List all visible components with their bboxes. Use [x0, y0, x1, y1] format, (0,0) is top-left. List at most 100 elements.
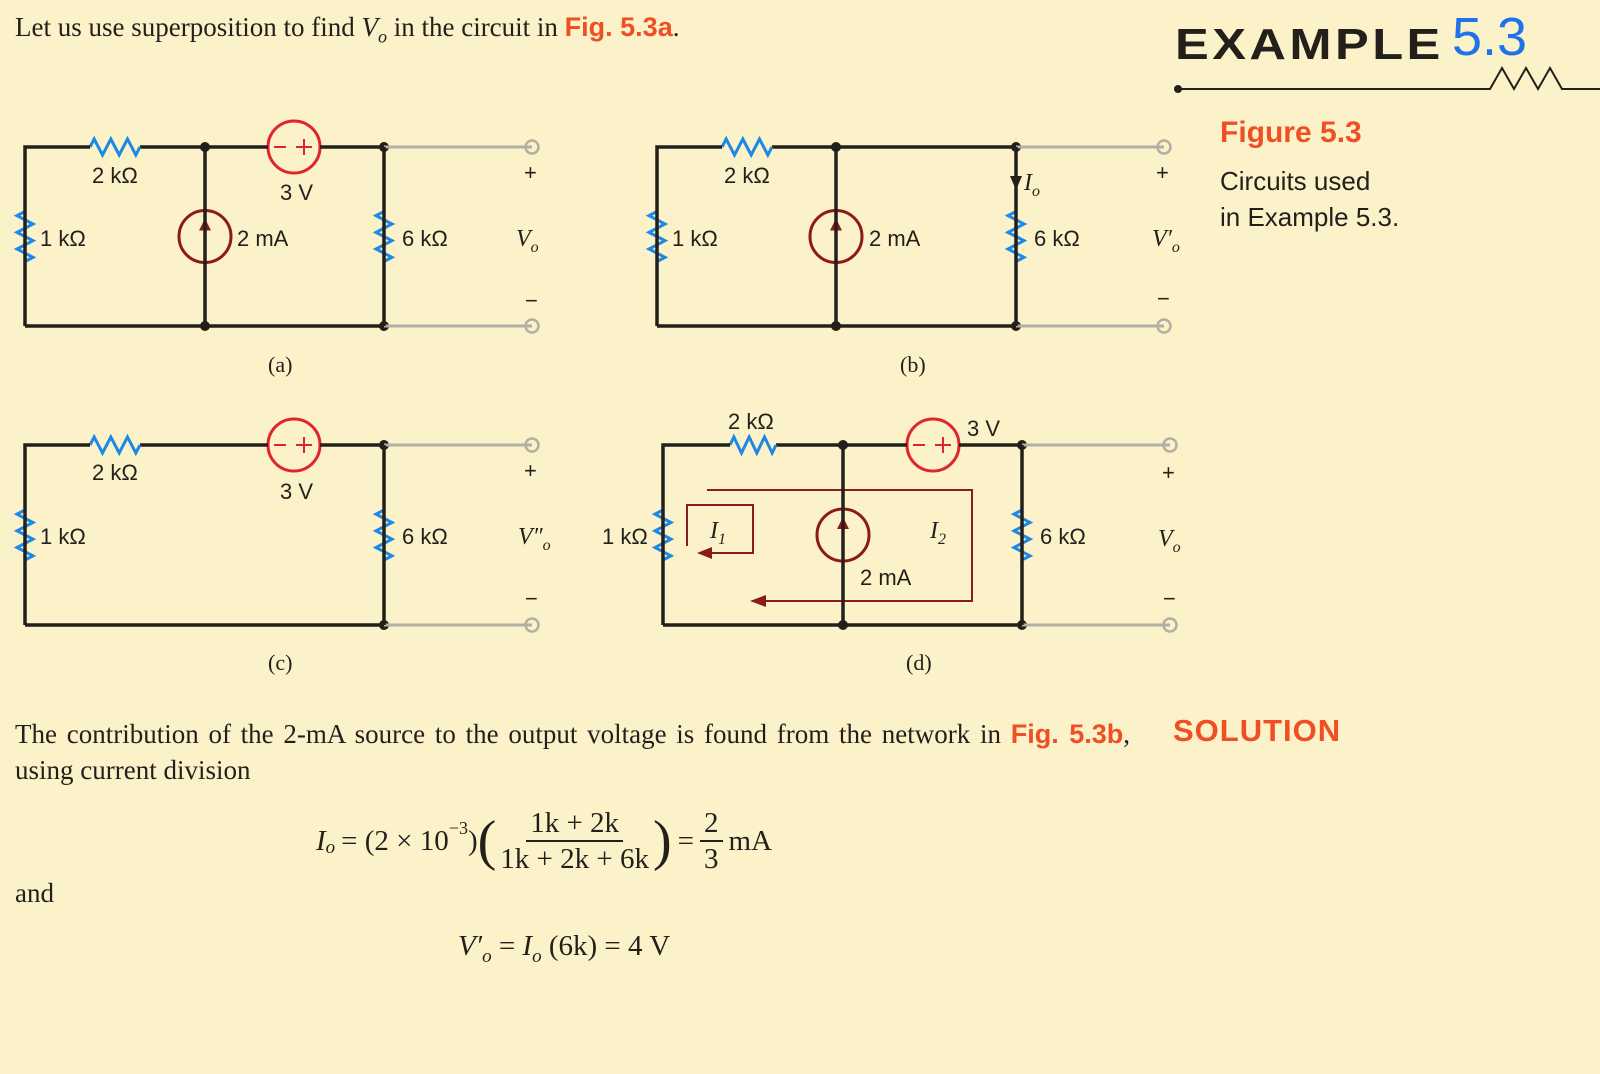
loop-i2-path	[707, 489, 973, 602]
resistor-icon	[88, 135, 142, 159]
fig-ref-link[interactable]: Fig. 5.3b	[1010, 719, 1124, 749]
eq-lhs: I	[316, 824, 326, 857]
header-rule	[1174, 65, 1600, 93]
intro-var-sub: o	[377, 26, 387, 47]
minus-sign: −	[1163, 586, 1176, 611]
fraction-numerator: 1k + 2k	[526, 806, 624, 842]
intro-text-part: Let us use superposition to find	[15, 12, 362, 42]
label-6k: 6 kΩ	[1034, 226, 1080, 251]
intro-text: Let us use superposition to find Vo in t…	[15, 12, 679, 47]
label-2ma: 2 mA	[869, 226, 921, 251]
output-label: V″o	[518, 524, 551, 554]
arrow-left-icon	[750, 595, 766, 607]
output-label: V′o	[1152, 226, 1180, 256]
polarity-icon	[913, 437, 951, 453]
resistor-ornament-icon	[1178, 65, 1600, 92]
equation-vo: V′o = Io (6k) = 4 V	[458, 930, 670, 968]
caption-line: in Example 5.3.	[1220, 202, 1400, 232]
eq-equals: =	[677, 824, 695, 857]
eq-factor-close: )	[467, 824, 478, 857]
plus-sign: +	[1162, 460, 1175, 485]
wire	[661, 443, 730, 625]
eq-unit: mA	[728, 824, 773, 857]
fraction-denominator: 1k + 2k + 6k	[500, 843, 649, 875]
resistor-icon	[88, 433, 142, 457]
eq-current-sub: o	[532, 945, 542, 967]
fraction-denominator: 3	[704, 843, 719, 875]
minus-sign: −	[1157, 286, 1170, 311]
paren-close: )	[653, 810, 672, 872]
figure-title: Figure 5.3	[1220, 116, 1362, 149]
circuit-figures: 2 kΩ 1 kΩ 6 kΩ 3 V 2 mA + − Vo (a) 2 kΩ …	[13, 119, 1181, 675]
para-text: The contribution of the 2-mA source to t…	[15, 719, 1011, 749]
para-text: , using current division	[15, 719, 1130, 785]
polarity-icon	[274, 139, 312, 155]
circuit-d: 2 kΩ 1 kΩ 6 kΩ 3 V 2 mA I1 I2 + − Vo (d)	[602, 409, 1181, 675]
wire	[655, 145, 722, 326]
solution-paragraph: The contribution of the 2-mA source to t…	[15, 716, 1130, 788]
label-3v: 3 V	[967, 416, 1000, 441]
eq-lhs-sub: o	[325, 837, 336, 858]
eq-current: I	[522, 930, 533, 962]
label-2k: 2 kΩ	[92, 163, 138, 188]
eq-factor: = (2 × 10	[341, 824, 449, 857]
intro-text-part: in the circuit in	[386, 12, 565, 42]
label-2k: 2 kΩ	[728, 409, 774, 434]
label-1k: 1 kΩ	[40, 226, 86, 251]
current-io-label: Io	[1023, 170, 1040, 200]
label-1k: 1 kΩ	[40, 524, 86, 549]
loop-i2-label: I2	[929, 518, 946, 548]
intro-var: V	[361, 12, 378, 42]
wire	[23, 443, 90, 625]
wire	[23, 145, 90, 326]
and-text: and	[15, 878, 54, 908]
resistor-icon	[720, 135, 774, 159]
plus-sign: +	[524, 160, 537, 185]
label-6k: 6 kΩ	[1040, 524, 1086, 549]
example-number: 5.3	[1452, 7, 1528, 67]
paren-open: (	[477, 810, 497, 872]
plus-sign: +	[1156, 160, 1169, 185]
output-label: Vo	[516, 226, 539, 256]
caption-a: (a)	[268, 352, 292, 377]
label-2k: 2 kΩ	[92, 460, 138, 485]
label-2ma: 2 mA	[237, 226, 289, 251]
arrow-left-icon	[697, 547, 712, 559]
eq-rest: (6k) = 4 V	[541, 930, 671, 962]
figure-caption: Circuits used in Example 5.3.	[1220, 163, 1399, 235]
circuit-c: 2 kΩ 1 kΩ 6 kΩ 3 V + − V″o (c)	[13, 417, 551, 675]
caption-c: (c)	[268, 650, 292, 675]
caption-line: Circuits used	[1220, 166, 1371, 196]
fig-ref-link[interactable]: Fig. 5.3a	[564, 12, 673, 42]
label-1k: 1 kΩ	[672, 226, 718, 251]
plus-sign: +	[524, 458, 537, 483]
loop-i1-label: I1	[709, 518, 726, 548]
label-6k: 6 kΩ	[402, 524, 448, 549]
intro-text-part: .	[672, 12, 680, 42]
eq-lhs: V′	[458, 930, 483, 962]
circuit-a: 2 kΩ 1 kΩ 6 kΩ 3 V 2 mA + − Vo (a)	[13, 119, 540, 377]
label-3v: 3 V	[280, 180, 313, 205]
minus-sign: −	[525, 586, 538, 611]
label-6k: 6 kΩ	[402, 226, 448, 251]
solution-heading: SOLUTION	[1173, 713, 1342, 748]
loop-i1-path	[686, 504, 754, 554]
output-label: Vo	[1158, 526, 1181, 556]
example-label: EXAMPLE	[1175, 20, 1444, 69]
circuit-b: 2 kΩ 1 kΩ 6 kΩ 2 mA Io + − V′o (b)	[645, 135, 1180, 377]
label-2ma: 2 mA	[860, 565, 912, 590]
fraction-numerator: 2	[700, 806, 723, 842]
label-3v: 3 V	[280, 479, 313, 504]
label-1k: 1 kΩ	[602, 524, 648, 549]
minus-sign: −	[525, 288, 538, 313]
eq-lhs-sub: o	[482, 945, 492, 967]
label-2k: 2 kΩ	[724, 163, 770, 188]
caption-d: (d)	[906, 650, 932, 675]
resistor-icon	[728, 433, 778, 457]
eq-exponent: −3	[448, 818, 468, 838]
caption-b: (b)	[900, 352, 926, 377]
polarity-icon	[274, 437, 312, 453]
